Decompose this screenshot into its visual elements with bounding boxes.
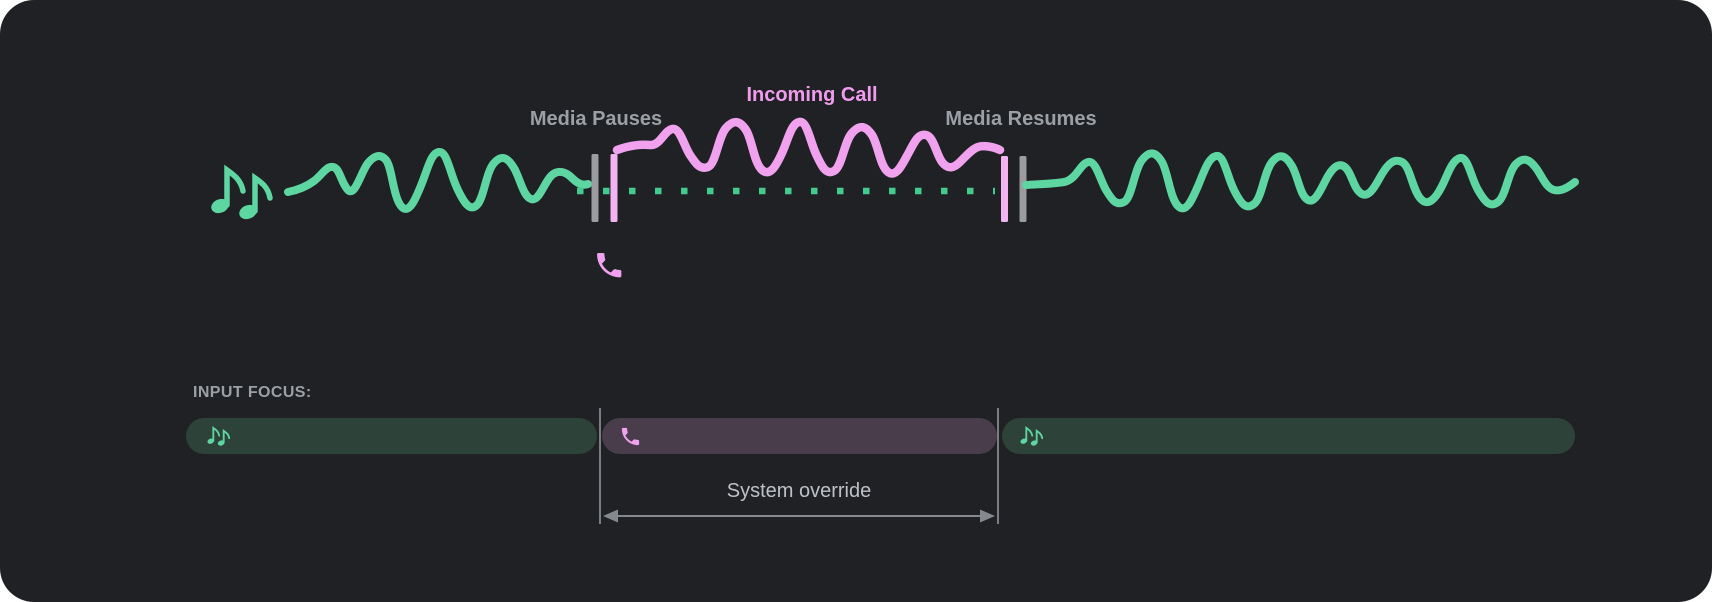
incoming-call-wave bbox=[612, 117, 1005, 178]
music-notes-icon bbox=[207, 426, 230, 446]
input-focus-label: INPUT FOCUS: bbox=[193, 384, 312, 401]
phone-icon bbox=[597, 253, 622, 278]
focus-bar-incoming-call bbox=[602, 418, 997, 454]
media-resumes-label: Media Resumes bbox=[945, 108, 1097, 130]
incoming-call-label: Incoming Call bbox=[746, 84, 878, 106]
media-pauses-label: Media Pauses bbox=[529, 108, 663, 130]
media-wave-left bbox=[284, 148, 592, 213]
music-notes-icon bbox=[1020, 426, 1043, 446]
pause-marker-gray bbox=[591, 154, 599, 222]
resume-marker-gray bbox=[1019, 156, 1027, 222]
phone-icon bbox=[621, 427, 640, 445]
focus-bar-media-after bbox=[1002, 418, 1575, 454]
media-wave-right bbox=[1022, 149, 1579, 213]
system-override-label: System override bbox=[726, 480, 872, 502]
pause-marker-pink bbox=[610, 154, 618, 222]
resume-marker-pink bbox=[1001, 156, 1008, 222]
override-arrow bbox=[603, 509, 995, 523]
focus-bar-media-before bbox=[186, 418, 597, 454]
music-notes-icon bbox=[211, 164, 273, 220]
